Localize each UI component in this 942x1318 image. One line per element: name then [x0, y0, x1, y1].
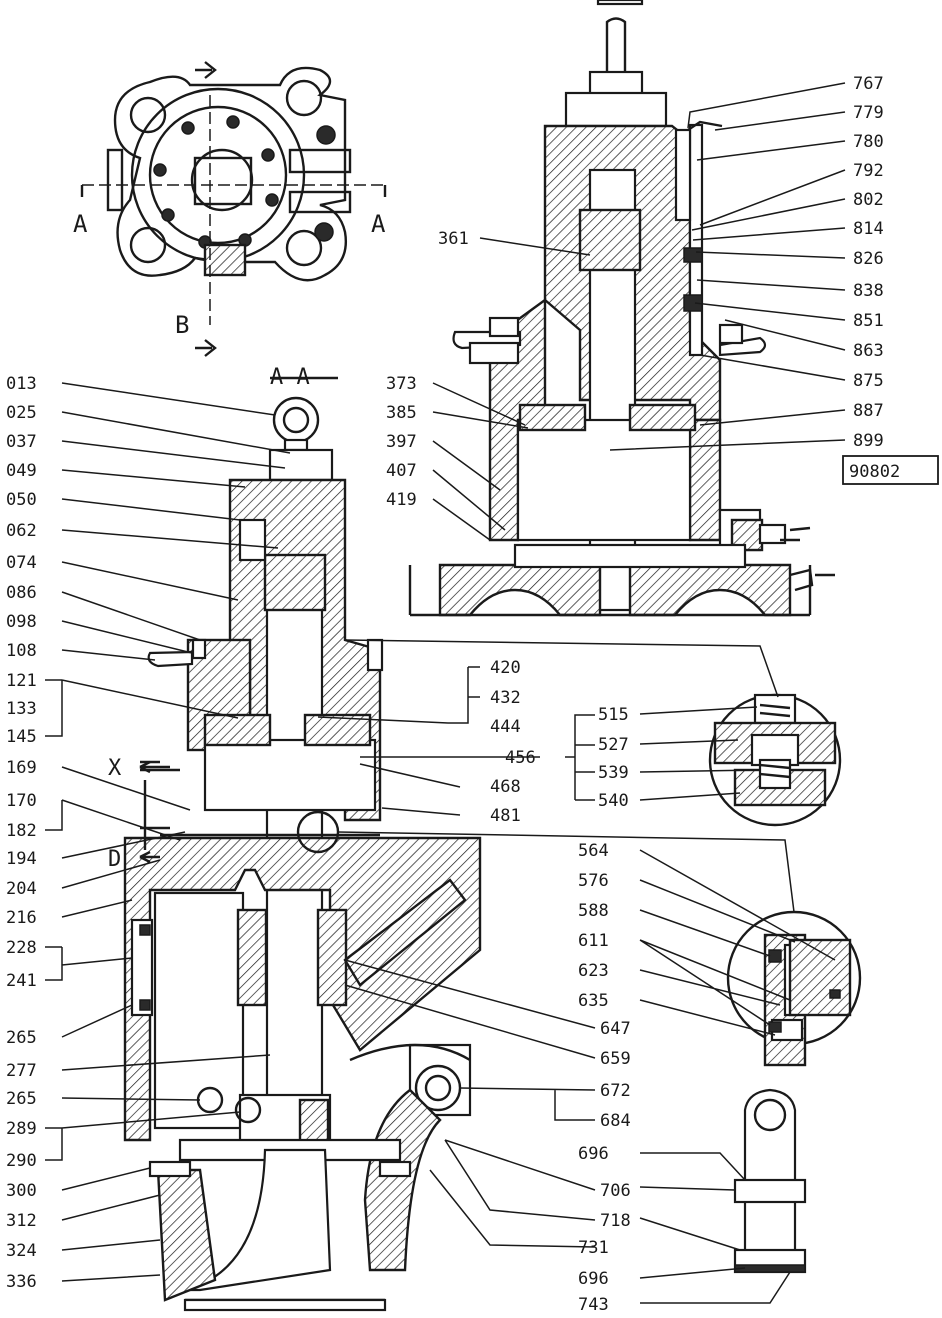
label-540: 540: [598, 791, 629, 811]
label-086: 086: [6, 583, 37, 603]
label-838: 838: [853, 281, 884, 301]
label-373: 373: [386, 374, 417, 394]
detail-view-upper: [344, 639, 842, 827]
label-277: 277: [6, 1061, 37, 1081]
label-875: 875: [853, 371, 884, 391]
label-397: 397: [386, 432, 417, 452]
label-037: 037: [6, 432, 37, 452]
label-696-upper: 696: [578, 1144, 609, 1164]
detail-part: [733, 1088, 807, 1274]
label-133: 133: [6, 699, 37, 719]
top-view: A A B: [73, 61, 387, 357]
label-289: 289: [6, 1119, 37, 1139]
left-label-column: 013 025 037 049 050 062 074 086 098 108 …: [6, 374, 122, 1292]
label-420: 420: [490, 658, 521, 678]
label-515: 515: [598, 705, 629, 725]
label-025: 025: [6, 403, 37, 423]
label-385: 385: [386, 403, 417, 423]
label-588: 588: [578, 901, 609, 921]
section-b-label: B: [175, 311, 189, 339]
label-456: 456: [505, 748, 536, 768]
label-194: 194: [6, 849, 37, 869]
detail-label-column: 515 527 539 540: [598, 705, 629, 811]
label-779: 779: [853, 103, 884, 123]
label-539: 539: [598, 763, 629, 783]
section-a-a-view: A-A: [123, 365, 482, 1312]
label-050: 050: [6, 490, 37, 510]
label-062: 062: [6, 521, 37, 541]
label-802: 802: [853, 190, 884, 210]
label-576: 576: [578, 871, 609, 891]
label-419: 419: [386, 490, 417, 510]
label-108: 108: [6, 641, 37, 661]
label-635: 635: [578, 991, 609, 1011]
label-780: 780: [853, 132, 884, 152]
middle-label-column: 420 432 444 456 468 481 564 576 588 611 …: [490, 658, 631, 1315]
label-696-lower: 696: [578, 1269, 609, 1289]
label-743: 743: [578, 1295, 609, 1314]
label-792: 792: [853, 161, 884, 181]
label-204: 204: [6, 879, 37, 899]
label-718: 718: [600, 1211, 631, 1231]
label-826: 826: [853, 249, 884, 269]
label-432: 432: [490, 688, 521, 708]
label-899: 899: [853, 431, 884, 451]
label-706: 706: [600, 1181, 631, 1201]
flow-label-d: D: [108, 847, 121, 872]
label-863: 863: [853, 341, 884, 361]
section-a-left-label: A: [73, 210, 88, 238]
detail-view-lower: [296, 810, 862, 1067]
right-label-column: 767 779 780 792 802 814 826 838 851 863 …: [853, 74, 884, 451]
label-481: 481: [490, 806, 521, 826]
label-684: 684: [600, 1111, 631, 1131]
flow-label-x: X: [108, 756, 122, 781]
label-814: 814: [853, 219, 884, 239]
label-468: 468: [490, 777, 521, 797]
boxed-part-label: 90802: [849, 462, 900, 482]
label-564: 564: [578, 841, 609, 861]
label-527: 527: [598, 735, 629, 755]
label-300: 300: [6, 1181, 37, 1201]
label-241: 241: [6, 971, 37, 991]
label-182: 182: [6, 821, 37, 841]
label-049: 049: [6, 461, 37, 481]
label-324: 324: [6, 1241, 37, 1261]
label-887: 887: [853, 401, 884, 421]
label-767: 767: [853, 74, 884, 94]
label-170: 170: [6, 791, 37, 811]
label-074: 074: [6, 553, 37, 573]
label-312: 312: [6, 1211, 37, 1231]
upper-left-label-column: 361 373 385 397 407 419: [386, 229, 469, 510]
label-672: 672: [600, 1081, 631, 1101]
label-290: 290: [6, 1151, 37, 1171]
label-407: 407: [386, 461, 417, 481]
label-228: 228: [6, 938, 37, 958]
label-265-upper: 265: [6, 1028, 37, 1048]
label-145: 145: [6, 727, 37, 747]
label-013: 013: [6, 374, 37, 394]
label-444: 444: [490, 717, 521, 737]
label-121: 121: [6, 671, 37, 691]
section-a-right-label: A: [371, 210, 386, 238]
label-216: 216: [6, 908, 37, 928]
label-647: 647: [600, 1019, 631, 1039]
label-611: 611: [578, 931, 609, 951]
label-731: 731: [578, 1238, 609, 1258]
label-851: 851: [853, 311, 884, 331]
label-098: 098: [6, 612, 37, 632]
label-623: 623: [578, 961, 609, 981]
label-169: 169: [6, 758, 37, 778]
leader-lines: [45, 82, 846, 1304]
label-659: 659: [600, 1049, 631, 1069]
label-336: 336: [6, 1272, 37, 1292]
label-265-lower: 265: [6, 1089, 37, 1109]
label-361: 361: [438, 229, 469, 249]
section-b-view: 90802: [408, 0, 939, 617]
